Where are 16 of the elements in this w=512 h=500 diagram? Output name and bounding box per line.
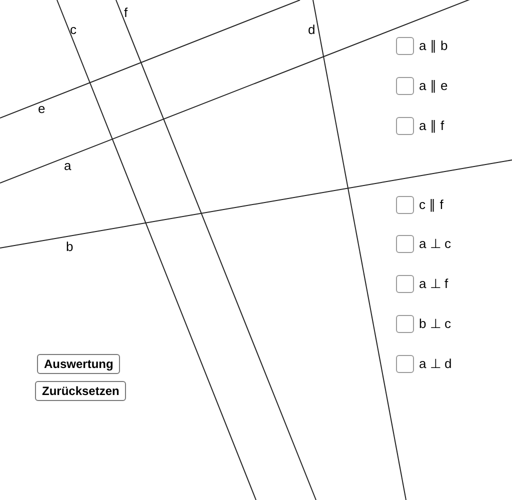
checkbox-label: a ∥ e [419,79,448,93]
line-name: f [124,6,128,20]
reset-button: Zurücksetzen [35,381,126,401]
checkbox-label: a ⊥ c [419,237,451,251]
checkbox-label: c ∥ f [419,198,444,212]
line-name: e [38,102,46,116]
evaluate-button: Auswertung [37,354,120,374]
checkbox-label: a ⊥ d [419,357,452,371]
line-name: b [66,240,74,254]
line-name: d [308,23,316,37]
checkbox-label: a ∥ f [419,119,444,133]
checkbox-label: b ⊥ c [419,317,451,331]
checkbox-label: a ⊥ f [419,277,448,291]
line-name: a [64,159,72,173]
checkbox-label: a ∥ b [419,39,448,53]
line-name: c [70,23,76,37]
